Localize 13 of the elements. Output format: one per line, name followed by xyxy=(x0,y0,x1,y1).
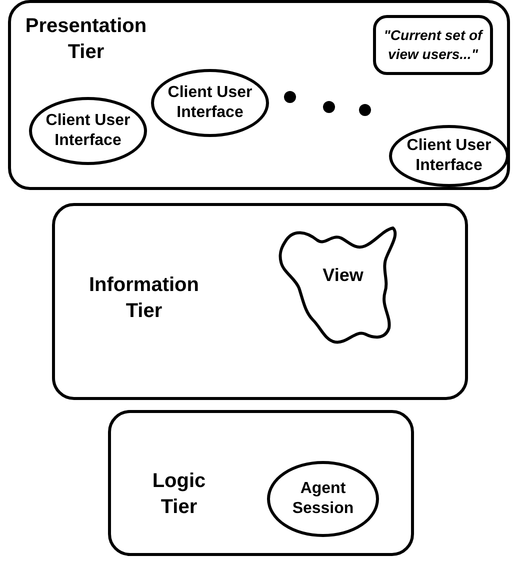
tier-box xyxy=(52,203,468,400)
note-box xyxy=(373,15,493,75)
node-label: Client User Interface xyxy=(406,136,492,176)
tier-label: Presentation Tier xyxy=(24,14,148,65)
node-label: Agent Session xyxy=(291,479,355,519)
tier-box xyxy=(108,410,414,556)
tier-label: Information Tier xyxy=(88,273,200,324)
node-label: Client User Interface xyxy=(166,83,254,123)
tier-box xyxy=(8,0,510,190)
tier-label: Logic Tier xyxy=(151,469,207,520)
node-label: View xyxy=(322,264,364,286)
node-label: Client User Interface xyxy=(44,111,132,151)
note-text: "Current set of view users..." xyxy=(382,26,484,64)
